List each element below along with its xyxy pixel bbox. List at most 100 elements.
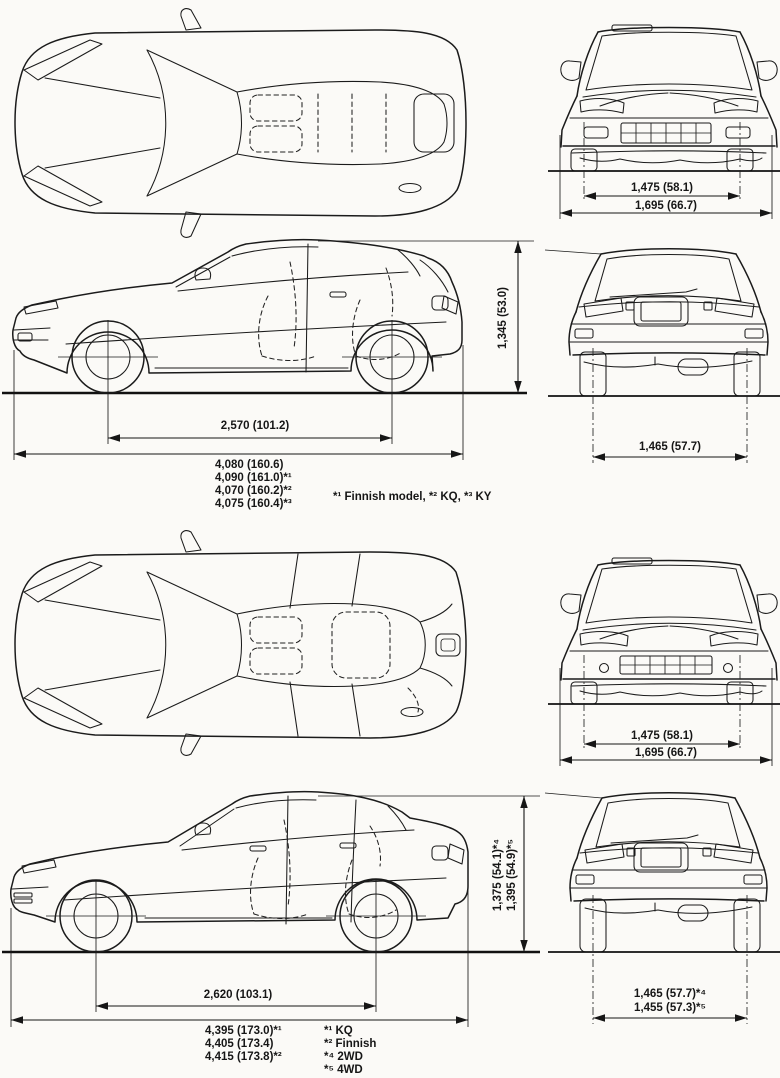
c-pillar-right	[734, 797, 761, 859]
sd-footnote-4: *⁵ 4WD	[324, 1064, 363, 1076]
cowl-line	[582, 622, 757, 631]
sd-front-track-label: 1,475 (58.1)	[631, 730, 693, 742]
sd-rear-track-label-2: 1,455 (57.3)*⁵	[634, 1002, 706, 1014]
sedan-footnotes: *¹ KQ *² Finnish *⁴ 2WD *⁵ 4WD	[324, 1025, 376, 1076]
bumper	[569, 869, 768, 922]
sd-height-label-2: 1,395 (54.9)*⁵	[506, 839, 518, 911]
sedan-rear-dimensions: 1,465 (57.7)*⁴ 1,455 (57.3)*⁵	[592, 895, 748, 1024]
hatchback-top-view	[14, 8, 467, 238]
rear-glass	[594, 253, 742, 302]
sd-front-width-label: 1,695 (66.7)	[635, 747, 697, 759]
sd-height-label-1: 1,375 (54.1)*⁴	[492, 839, 504, 911]
hood-and-lamp-details	[23, 561, 161, 729]
interior-dashed-details	[249, 611, 419, 713]
cabin-outline	[236, 80, 455, 166]
roof-line	[600, 248, 737, 255]
hatchback-rear-dimensions: 1,465 (57.7)	[592, 348, 748, 463]
windshield	[585, 564, 753, 624]
sedan-length-dimensions: 2,620 (103.1) 4,395 (173.0)*¹ 4,405 (173…	[10, 856, 469, 1076]
trunk-details	[579, 834, 759, 873]
hood-and-lamp-details	[23, 39, 161, 207]
headlight-left	[579, 98, 625, 114]
c-pillar-right	[735, 253, 762, 313]
bumper	[562, 117, 776, 164]
hatchback-front-view	[548, 24, 780, 172]
mirror-left	[560, 593, 582, 614]
hb-rear-track-label: 1,465 (57.7)	[639, 441, 701, 453]
hb-length-line-4: 4,075 (160.4)*³	[215, 498, 292, 510]
body-side-right	[760, 628, 778, 681]
sd-footnote-2: *² Finnish	[324, 1038, 376, 1050]
sd-footnote-1: *¹ KQ	[324, 1025, 353, 1037]
sd-footnote-3: *⁴ 2WD	[324, 1051, 363, 1063]
windshield	[146, 49, 243, 197]
mirror-right	[756, 60, 778, 81]
body-outline	[12, 238, 463, 374]
rear-detail-oval	[398, 182, 422, 194]
body-side-left	[560, 628, 578, 681]
body-details	[11, 795, 465, 925]
hood-crease-left	[599, 92, 669, 107]
body-outline	[14, 551, 467, 739]
roof-detail	[611, 557, 653, 565]
roof-line	[597, 559, 741, 566]
hatch-details	[578, 288, 760, 327]
headlight-left	[579, 631, 629, 647]
hatchback-side-view	[2, 238, 527, 444]
mirror-right	[756, 593, 778, 614]
sedan-side-view	[2, 790, 540, 1012]
sedan-front-view	[548, 557, 780, 705]
hb-wheelbase-label: 2,570 (101.2)	[221, 420, 290, 432]
hb-length-line-1: 4,080 (160.6)	[215, 459, 284, 471]
rear-detail-oval	[400, 706, 424, 718]
sd-rear-track-label-1: 1,465 (57.7)*⁴	[634, 988, 706, 1000]
side-mirrors	[180, 8, 202, 238]
rear-glass	[595, 797, 741, 848]
sedan-top-view	[14, 530, 467, 756]
body-side-right	[760, 311, 769, 356]
hatchback-length-dimensions: 2,570 (101.2) 4,080 (160.6) 4,090 (161.0…	[13, 345, 492, 510]
side-mirrors	[180, 530, 202, 756]
hatchback-front-dimensions: 1,475 (58.1) 1,695 (66.7)	[559, 122, 773, 219]
headlight-right	[709, 631, 759, 647]
body-side-left	[568, 311, 577, 356]
interior-dashed-details	[249, 93, 387, 153]
interior-dashed-details	[249, 819, 397, 920]
wheel-right	[733, 351, 761, 397]
windshield	[585, 31, 753, 91]
body-side-right	[759, 857, 768, 902]
trunk-details	[419, 603, 461, 687]
a-pillar-left	[576, 564, 599, 630]
c-pillar-left	[575, 253, 602, 313]
mirror-left	[560, 60, 582, 81]
hood-crease-right	[669, 625, 739, 640]
hb-front-track-label: 1,475 (58.1)	[631, 182, 693, 194]
wheels	[46, 879, 426, 1012]
wheel-left	[579, 351, 607, 397]
hatchback-height-dimension: 1,345 (53.0)	[318, 240, 534, 393]
body-outline	[10, 790, 469, 923]
cowl-line	[582, 89, 757, 98]
roof-line	[601, 792, 736, 799]
windshield	[146, 571, 243, 719]
sd-length-line-1: 4,395 (173.0)*¹	[205, 1025, 282, 1037]
roof-detail	[611, 24, 653, 32]
body-outline	[14, 29, 467, 217]
hb-front-width-label: 1,695 (66.7)	[635, 200, 697, 212]
sd-length-line-2: 4,405 (173.4)	[205, 1038, 274, 1050]
headlight-right	[713, 98, 759, 114]
hb-height-label: 1,345 (53.0)	[497, 287, 509, 349]
hb-length-line-3: 4,070 (160.2)*²	[215, 485, 292, 497]
sedan-height-dimension: 1,375 (54.1)*⁴ 1,395 (54.9)*⁵	[318, 795, 540, 952]
a-pillar-right	[739, 31, 762, 97]
bumper	[569, 323, 769, 376]
hb-length-line-2: 4,090 (161.0)*¹	[215, 472, 292, 484]
interior-dashed-details	[258, 261, 403, 362]
hatchback-rear-view	[544, 248, 780, 397]
roof-line	[597, 26, 741, 33]
sedan-front-dimensions: 1,475 (58.1) 1,695 (66.7)	[559, 655, 773, 766]
c-pillar-left	[576, 797, 603, 859]
a-pillar-right	[739, 564, 762, 630]
